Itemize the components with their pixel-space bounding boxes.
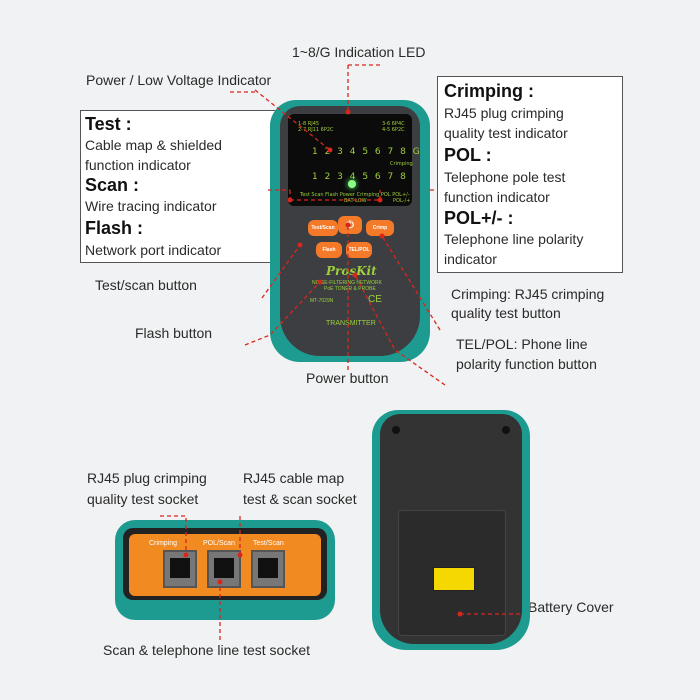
screen-text: POL-/+ <box>393 198 411 204</box>
led-label: 1~8/G Indication LED <box>292 44 426 60</box>
model-number: MT-7029N <box>310 298 334 304</box>
crimp-socket-label: RJ45 plug crimping <box>87 470 207 486</box>
polpm-heading: POL+/- : <box>444 208 514 228</box>
telpol-button-label: polarity function button <box>456 356 597 372</box>
crimping-heading: Crimping : <box>444 81 534 101</box>
crimp-socket-label: quality test socket <box>87 491 199 507</box>
ce-mark: CE <box>368 294 382 305</box>
power-button-label: Power button <box>306 370 389 386</box>
battery-cover[interactable] <box>398 510 506 636</box>
crimp-button-label: quality test button <box>451 305 561 321</box>
scan-heading: Scan : <box>85 175 140 195</box>
scan-socket-label: Scan & telephone line test socket <box>103 642 311 658</box>
battery-cover-label: Battery Cover <box>528 599 614 615</box>
power-indicator-label: Power / Low Voltage Indicator <box>86 72 272 88</box>
warning-sticker <box>433 567 475 591</box>
test-scan-socket[interactable] <box>251 550 285 588</box>
test-heading: Test : <box>85 114 132 134</box>
screw-icon <box>392 426 400 434</box>
led-display: 1-8 RJ45 2-7 RJ11 6P2C 3-6 6P4C 4-5 6P2C… <box>288 114 420 206</box>
crimping-desc: RJ45 plug crimping <box>444 105 564 121</box>
screen-text: 4-5 6P2C <box>382 127 405 133</box>
indicator-legend-left: Test : Cable map & shielded function ind… <box>80 110 277 263</box>
screen-text: 2-7 RJ11 6P2C <box>298 127 334 133</box>
tester-front: 1-8 RJ45 2-7 RJ11 6P2C 3-6 6P4C 4-5 6P2C… <box>270 100 430 362</box>
socket-label: Crimping <box>149 540 178 547</box>
map-socket-label: test & scan socket <box>243 491 357 507</box>
pol-scan-socket[interactable] <box>207 550 241 588</box>
test-desc: function indicator <box>85 157 191 173</box>
screen-text: 3-6 6P4C <box>382 121 405 127</box>
flash-button-label: Flash button <box>135 325 213 341</box>
test-scan-button-label: Test/scan button <box>95 277 197 293</box>
model-desc: PoE TONER & PROBE <box>324 286 376 292</box>
led-row: 1 2 3 4 5 6 7 8 G <box>312 147 422 157</box>
pol-desc: Telephone pole test <box>444 169 566 185</box>
tel-pol-button[interactable]: TEL/POL <box>346 242 372 258</box>
socket-label: POL/Scan <box>203 540 235 547</box>
screen-text: Crimping <box>390 161 413 167</box>
model-desc: NOISE-FILTERING NETWORK <box>312 280 382 286</box>
crimping-socket[interactable] <box>163 550 197 588</box>
crimp-button[interactable]: Crimp <box>366 220 394 236</box>
polpm-desc: indicator <box>444 251 497 267</box>
scan-desc: Wire tracing indicator <box>85 198 217 214</box>
tester-top-view: Crimping POL/Scan Test/Scan <box>115 520 335 620</box>
flash-button[interactable]: Flash <box>316 242 342 258</box>
screw-icon <box>502 426 510 434</box>
map-socket-label: RJ45 cable map <box>243 470 345 486</box>
telpol-button-label: TEL/POL: Phone line <box>456 336 588 352</box>
power-button[interactable]: ⏻ <box>338 216 362 234</box>
pol-heading: POL : <box>444 145 492 165</box>
flash-heading: Flash : <box>85 218 144 238</box>
indicator-legend-right: Crimping : RJ45 plug crimping quality te… <box>437 76 623 273</box>
crimp-button-label: Crimping: RJ45 crimping <box>451 286 605 302</box>
screen-text: BAT LOW <box>344 198 367 204</box>
polpm-desc: Telephone line polarity <box>444 231 584 247</box>
led-row: 1 2 3 4 5 6 7 8 <box>312 172 408 182</box>
test-scan-button[interactable]: Test/Scan <box>308 220 338 236</box>
tester-back <box>372 410 530 650</box>
test-desc: Cable map & shielded <box>85 137 222 153</box>
power-led-icon <box>348 180 356 188</box>
proskit-logo: ProsKit <box>326 264 377 278</box>
socket-label: Test/Scan <box>253 540 284 547</box>
flash-desc: Network port indicator <box>85 242 222 258</box>
transmitter-label: TRANSMITTER <box>326 320 376 327</box>
crimping-desc: quality test indicator <box>444 125 568 141</box>
pol-desc: function indicator <box>444 189 550 205</box>
